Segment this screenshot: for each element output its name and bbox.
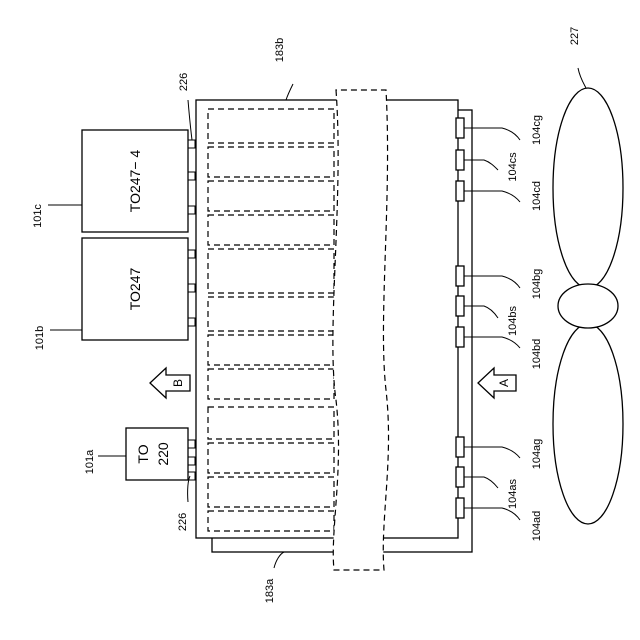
label-183a: 183a (264, 578, 276, 603)
label-226-bottom: 226 (177, 513, 189, 531)
label-101b: 101b (34, 326, 46, 350)
left-pins (188, 140, 195, 480)
fan-hub (558, 284, 618, 328)
label-104ad: 104ad (531, 511, 543, 542)
arrow-a-label: A (497, 379, 511, 387)
label-104bs: 104bs (507, 306, 519, 336)
label-104cg: 104cg (531, 115, 543, 145)
arrow-b-label: B (171, 379, 185, 387)
board-183b (196, 100, 458, 538)
label-104bd: 104bd (531, 339, 543, 370)
label-104ag: 104ag (531, 439, 543, 470)
fan-blade-bottom (553, 324, 623, 524)
label-101a: 101a (84, 449, 96, 474)
package-101a-text-2: 220 (155, 442, 171, 466)
package-101c-text: TO247− 4 (127, 150, 143, 213)
package-101a-text-1: TO (135, 444, 151, 463)
fan-blade-top (553, 88, 623, 288)
label-227: 227 (569, 27, 581, 45)
break-band (333, 90, 389, 570)
package-101b-text: TO247 (127, 268, 143, 311)
label-226-top: 226 (178, 73, 190, 91)
label-183b: 183b (274, 38, 286, 62)
label-104cs: 104cs (507, 152, 519, 182)
label-104cd: 104cd (531, 181, 543, 211)
label-104bg: 104bg (531, 269, 543, 300)
label-101c: 101c (32, 204, 44, 228)
label-104as: 104as (507, 479, 519, 509)
